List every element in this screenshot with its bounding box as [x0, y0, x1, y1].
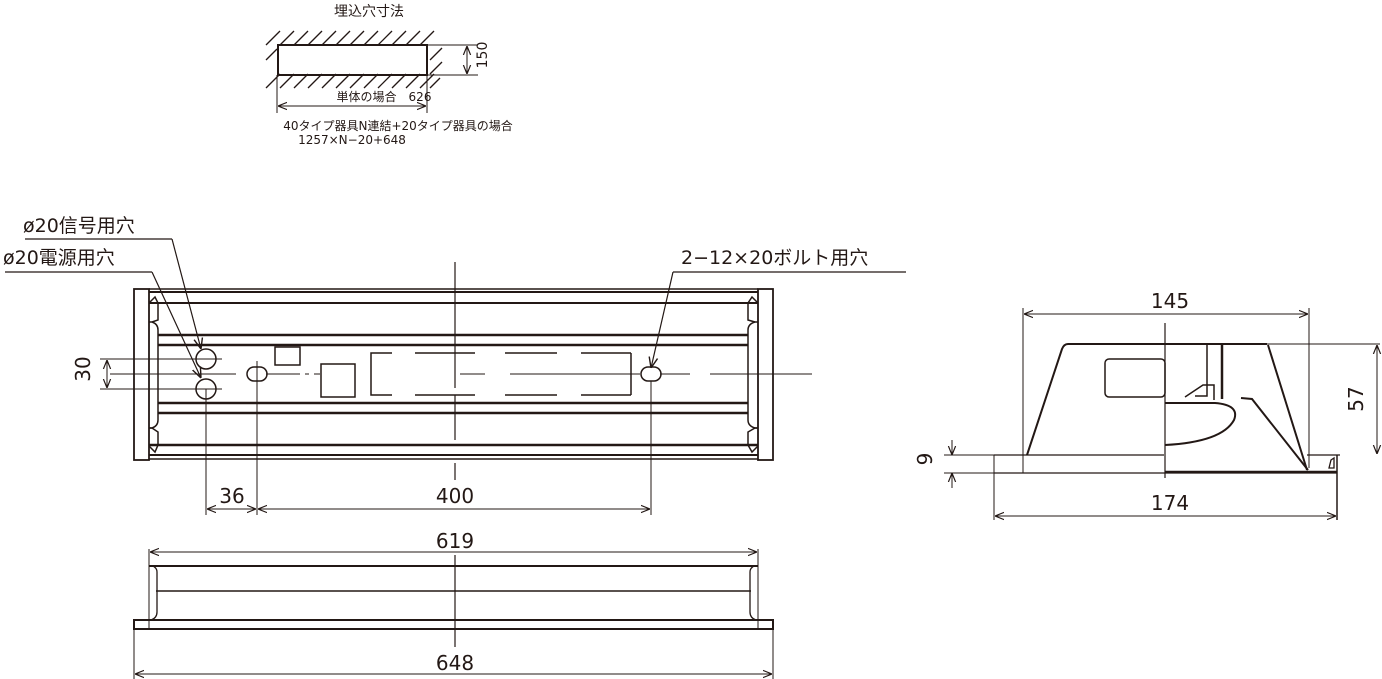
end-detail-right	[747, 295, 759, 454]
hole-spacing-dim: 30	[71, 356, 95, 381]
front-flange	[133, 619, 774, 630]
outer-length-dim: 648	[436, 651, 474, 675]
cutout-multi-label: 40タイプ器具N連結+20タイプ器具の場合	[283, 118, 513, 133]
flange-height-dim: 9	[913, 453, 937, 466]
body-width-dim: 145	[1151, 289, 1189, 313]
side-view: 145 57 9 174	[913, 289, 1380, 520]
plan-view: ø20信号用穴 ø20電源用穴 2−12×20ボルト用穴	[3, 215, 906, 515]
body-rails	[149, 288, 758, 460]
height-dim: 57	[1344, 386, 1368, 411]
cutout-title: 埋込穴寸法	[334, 4, 404, 20]
cutout-opening	[277, 44, 428, 76]
flange-width-dim: 174	[1151, 491, 1189, 515]
end-detail-left	[148, 295, 159, 454]
component-small	[274, 346, 301, 366]
cutout-height-dim: 150	[475, 42, 491, 69]
hole-to-bolt-dim: 36	[219, 484, 244, 508]
hatch-pattern	[265, 30, 443, 89]
power-hole-label: ø20電源用穴	[3, 247, 115, 269]
terminal-block	[1104, 358, 1166, 398]
cutout-diagram: 埋込穴寸法 150 単体の場合 626	[265, 4, 513, 147]
inner-length-dim: 619	[436, 529, 474, 553]
cutout-single-dim: 単体の場合 626	[337, 89, 432, 104]
cutout-multi-formula: 1257×N−20+648	[298, 133, 406, 147]
bolt-pitch-dim: 400	[436, 484, 474, 508]
component-box	[320, 363, 356, 398]
bolt-hole-right	[640, 366, 662, 382]
ballast-outline-dashed	[370, 352, 632, 396]
signal-hole-label: ø20信号用穴	[23, 215, 135, 237]
front-view: 619 648	[133, 529, 774, 679]
bolt-hole-label: 2−12×20ボルト用穴	[681, 247, 868, 269]
